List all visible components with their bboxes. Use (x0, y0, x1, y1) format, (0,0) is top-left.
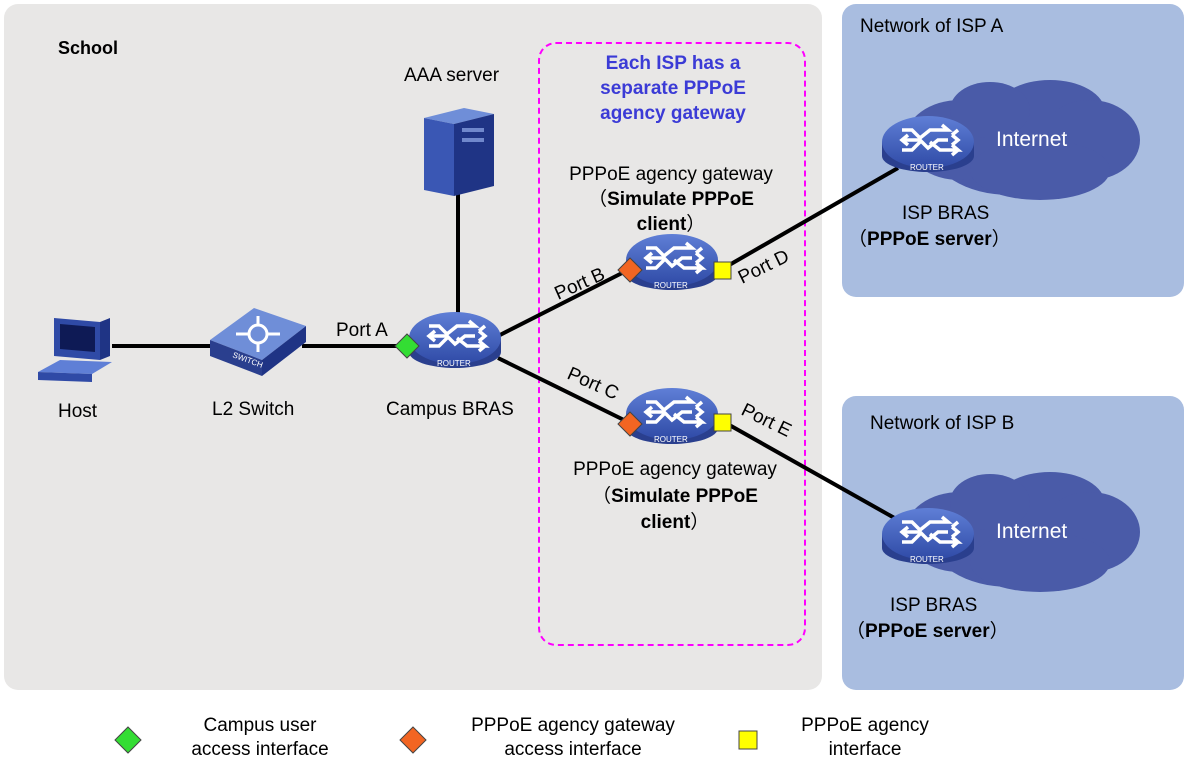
port-a-label: Port A (336, 320, 388, 341)
legend-campus-text: Campus user access interface (170, 714, 350, 762)
host-computer-icon (38, 318, 112, 382)
router-badge: ROUTER (654, 435, 688, 444)
host-label: Host (58, 401, 98, 422)
legend-gateway-line2: access interface (504, 739, 642, 760)
legend-gateway-marker (399, 726, 427, 754)
link-port-e-isp-b (723, 420, 899, 522)
isp-b-bras-label-line1: ISP BRAS (890, 595, 978, 616)
aaa-server-icon (424, 108, 494, 196)
gateway-bottom-label-line3: client） (640, 512, 710, 533)
gateway-top-label-line3: client） (636, 214, 706, 235)
isp-a-bras-router-icon: ROUTER (880, 114, 976, 174)
legend-gateway-line1: PPPoE agency gateway (471, 715, 675, 736)
gateway-bottom-label-line2: （Simulate PPPoE (592, 486, 758, 507)
campus-bras-label: Campus BRAS (386, 399, 514, 420)
port-a-marker (394, 333, 420, 359)
isp-gateway-dashed-box (538, 42, 806, 646)
aaa-server-label: AAA server (404, 65, 500, 86)
callout-line3: agency gateway (600, 103, 746, 124)
legend-agency-line1: PPPoE agency (801, 715, 929, 736)
port-d-label: Port D (735, 246, 793, 288)
link-port-d-isp-a (723, 166, 899, 270)
port-b-marker (617, 257, 643, 283)
gateway-bottom-label-line1: PPPoE agency gateway (573, 459, 777, 480)
isp-a-title: Network of ISP A (860, 16, 1004, 37)
gateway-top-label-line2: （Simulate PPPoE (588, 189, 754, 210)
link-campus-port-c (497, 356, 629, 424)
port-e-marker (713, 413, 732, 432)
callout-line2: separate PPPoE (600, 78, 746, 99)
legend-agency-marker (738, 730, 758, 750)
router-badge: ROUTER (910, 163, 944, 172)
gateway-bottom-router-icon: ROUTER (624, 386, 720, 446)
legend-campus-line2: access interface (191, 739, 329, 760)
legend-campus-line1: Campus user (203, 715, 317, 736)
campus-bras-router-icon: ROUTER (407, 310, 503, 370)
port-d-marker (713, 261, 732, 280)
port-c-marker (617, 411, 643, 437)
legend-agency-text: PPPoE agency interface (780, 714, 950, 762)
gateway-top-router-icon: ROUTER (624, 232, 720, 292)
router-badge: ROUTER (654, 281, 688, 290)
isp-a-bras-label-line2: （PPPoE server） (848, 229, 1011, 250)
isp-b-bras-label-line2: （PPPoE server） (846, 621, 1009, 642)
gateway-top-label-line1: PPPoE agency gateway (569, 164, 773, 185)
school-title: School (58, 38, 119, 58)
isp-a-bras-label-line1: ISP BRAS (902, 203, 990, 224)
legend-agency-line2: interface (828, 739, 902, 760)
router-badge: ROUTER (437, 359, 471, 368)
port-b-label: Port B (551, 264, 608, 305)
router-badge: ROUTER (910, 555, 944, 564)
legend-gateway-text: PPPoE agency gateway access interface (448, 714, 698, 762)
isp-b-bras-router-icon: ROUTER (880, 506, 976, 566)
link-campus-port-b (497, 268, 629, 338)
l2-switch-label: L2 Switch (212, 399, 295, 420)
internet-b-label: Internet (996, 520, 1068, 543)
isp-b-title: Network of ISP B (870, 413, 1015, 434)
port-c-label: Port C (564, 363, 622, 404)
callout-line1: Each ISP has a (605, 53, 741, 74)
legend-campus-marker (114, 726, 142, 754)
l2-switch-icon: SWITCH (210, 308, 306, 376)
internet-a-label: Internet (996, 128, 1068, 151)
